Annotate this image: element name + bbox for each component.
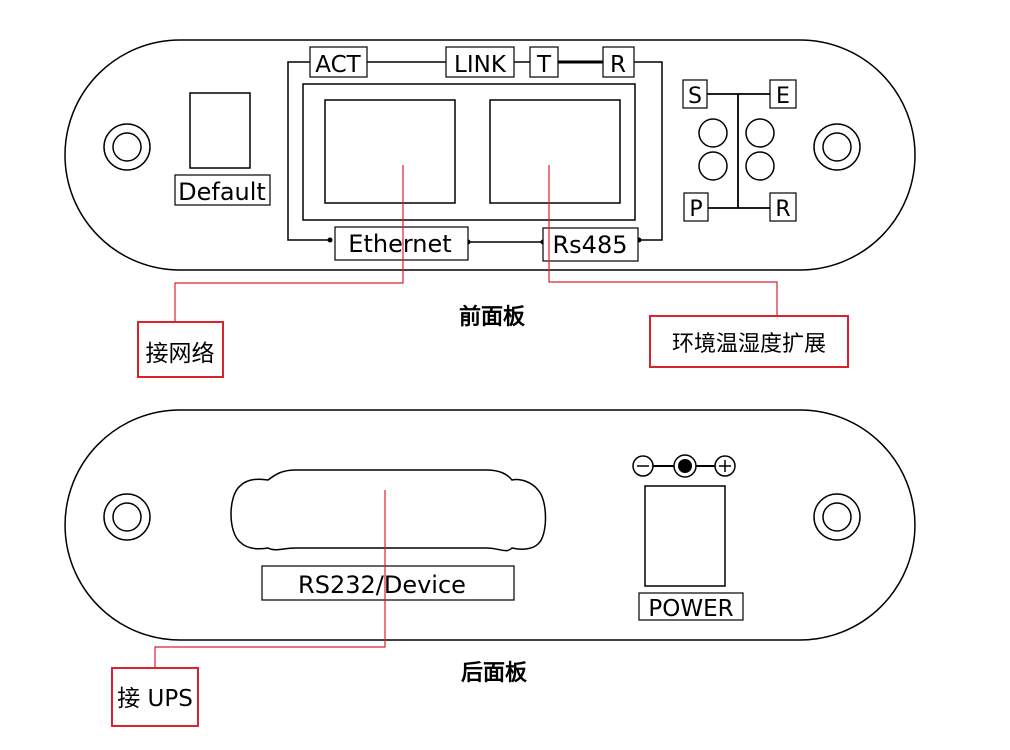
rs232-connector bbox=[230, 469, 547, 552]
s-label-box bbox=[682, 79, 708, 109]
ups-callout-label: 接 UPS bbox=[117, 686, 193, 712]
link-label: LINK bbox=[454, 52, 507, 78]
p-led bbox=[698, 151, 728, 181]
rs485-label-box bbox=[542, 227, 639, 262]
power-polarity-symbol bbox=[632, 454, 736, 478]
power-label: POWER bbox=[648, 596, 733, 622]
rear-panel-title: 后面板 bbox=[461, 661, 528, 686]
ups-callout: 接 UPS bbox=[111, 490, 386, 727]
r-top-label: R bbox=[610, 52, 626, 78]
ethernet-label-box bbox=[334, 226, 469, 261]
r-bottom-label: R bbox=[775, 197, 790, 222]
t-label-box bbox=[529, 46, 559, 78]
act-label-box bbox=[309, 46, 368, 78]
ethernet-port bbox=[324, 99, 456, 204]
rear-panel: RS232/Device POWER bbox=[64, 409, 916, 641]
t-label: T bbox=[536, 52, 552, 78]
power-jack bbox=[644, 485, 726, 587]
network-callout: 接网络 bbox=[137, 165, 404, 378]
e-label-box bbox=[769, 79, 797, 109]
front-right-mount-hole bbox=[813, 123, 861, 171]
rear-left-mount-hole bbox=[103, 493, 151, 541]
ethernet-label: Ethernet bbox=[348, 230, 451, 258]
default-label-box bbox=[174, 174, 271, 206]
front-right-led-wire bbox=[634, 61, 663, 241]
s-led bbox=[698, 118, 728, 148]
rs485-label: Rs485 bbox=[553, 231, 628, 259]
front-panel-title: 前面板 bbox=[459, 304, 526, 330]
front-top-led-wire bbox=[287, 61, 330, 241]
s-label: S bbox=[688, 84, 702, 109]
env-sensor-callout: 环境温湿度扩展 bbox=[548, 165, 849, 368]
default-button bbox=[189, 92, 251, 169]
p-label-box bbox=[683, 192, 709, 222]
front-left-mount-hole bbox=[103, 123, 151, 171]
rear-right-mount-hole bbox=[813, 493, 861, 541]
env-sensor-callout-label: 环境温湿度扩展 bbox=[672, 332, 826, 357]
p-label: P bbox=[689, 197, 702, 222]
rs232-label-box bbox=[261, 565, 515, 601]
link-label-box bbox=[445, 46, 515, 78]
e-led bbox=[745, 118, 775, 148]
default-label: Default bbox=[178, 178, 266, 206]
e-label: E bbox=[776, 84, 790, 109]
r-led bbox=[745, 151, 775, 181]
network-callout-label: 接网络 bbox=[146, 341, 215, 367]
rs232-label: RS232/Device bbox=[298, 571, 466, 599]
r-bottom-label-box bbox=[769, 192, 797, 222]
rs485-port bbox=[489, 99, 621, 204]
r-top-label-box bbox=[602, 46, 635, 78]
front-panel: Default ACT LINK T R Ethernet Rs485 bbox=[64, 39, 916, 271]
act-label: ACT bbox=[315, 52, 361, 78]
power-label-box bbox=[638, 592, 744, 621]
